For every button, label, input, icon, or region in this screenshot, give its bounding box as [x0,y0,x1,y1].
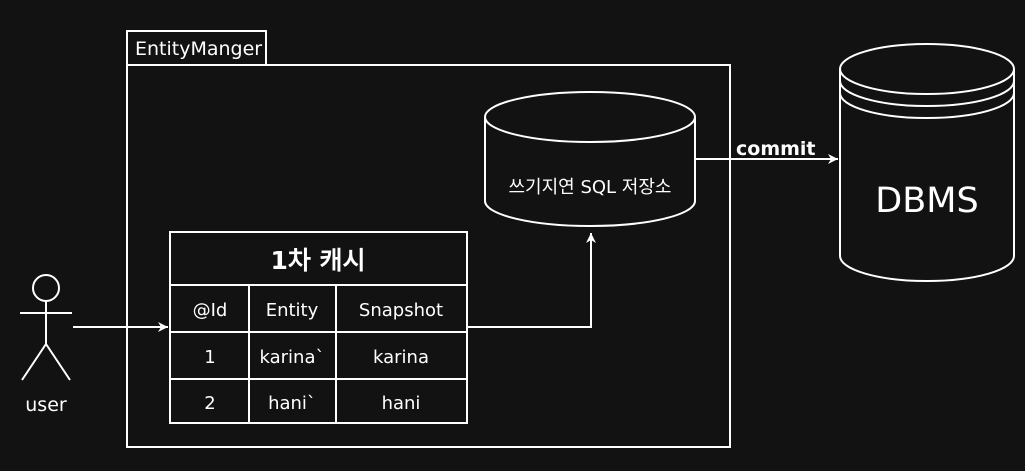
dbms-label: DBMS [875,181,978,221]
row-2-snapshot: hani [382,393,421,414]
column-header-id: @Id [193,300,228,321]
row-1-id: 1 [204,347,215,368]
commit-label: commit [736,138,816,160]
cache-title: 1차 캐시 [270,246,365,275]
row-2-id: 2 [204,393,215,414]
dbms-cylinder: DBMS [839,43,1015,282]
first-level-cache-table: 1차 캐시 @Id Entity Snapshot 1 karina` kari… [169,231,468,424]
entity-manager-container: EntityManger [126,30,731,448]
entity-manager-label: EntityManger [135,38,262,60]
column-header-snapshot: Snapshot [359,300,443,321]
cache-to-sql-store-arrow [468,233,596,328]
entity-manager-tab [126,30,267,66]
row-1-snapshot: karina [373,347,429,368]
user-actor-icon [20,274,72,381]
row-2-entity: hani` [268,393,316,414]
row-1-entity: karina` [260,347,325,368]
user-label: user [25,394,67,416]
column-header-entity: Entity [266,300,319,321]
sql-store-label: 쓰기지연 SQL 저장소 [509,177,672,198]
sql-store-cylinder: 쓰기지연 SQL 저장소 [484,91,696,227]
